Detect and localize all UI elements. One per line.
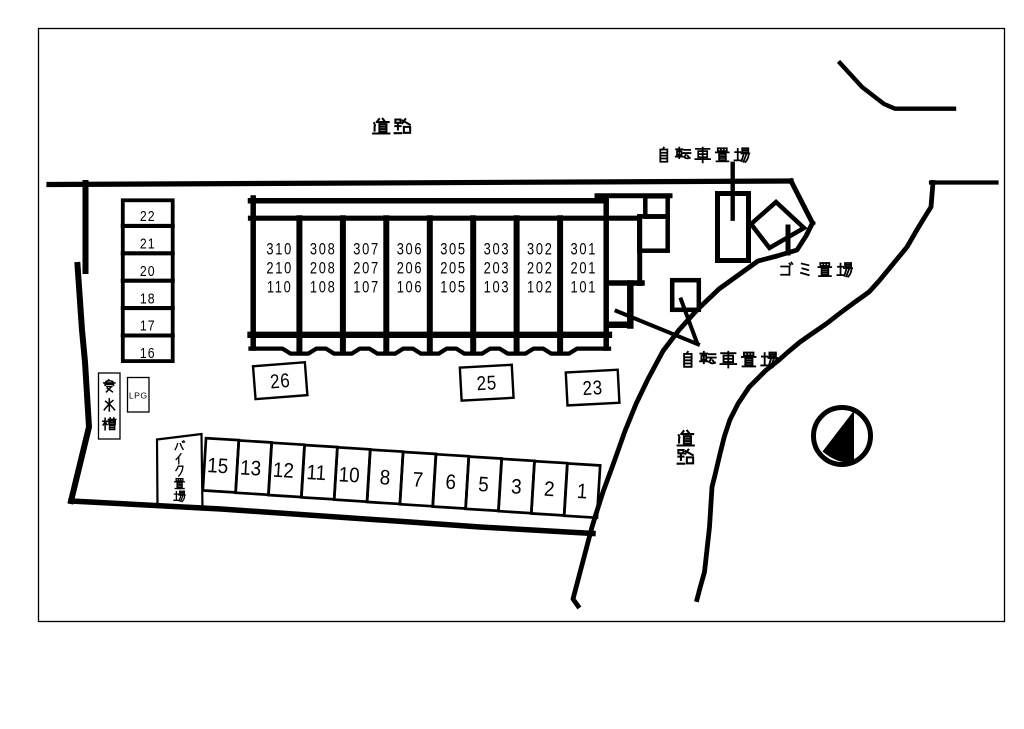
svg-text:12: 12 <box>272 459 294 483</box>
svg-text:3: 3 <box>510 475 522 499</box>
svg-text:101: 101 <box>570 279 597 297</box>
svg-text:107: 107 <box>353 279 380 297</box>
svg-text:207: 207 <box>353 260 380 278</box>
svg-text:303: 303 <box>484 241 511 259</box>
svg-text:1: 1 <box>576 480 588 504</box>
svg-text:2: 2 <box>543 478 555 502</box>
svg-text:208: 208 <box>310 260 337 278</box>
svg-text:13: 13 <box>239 457 261 481</box>
svg-text:6: 6 <box>445 471 457 495</box>
svg-text:23: 23 <box>582 376 603 400</box>
svg-text:301: 301 <box>570 241 597 259</box>
svg-text:206: 206 <box>397 260 424 278</box>
svg-text:16: 16 <box>140 345 156 361</box>
svg-text:21: 21 <box>140 235 156 251</box>
svg-text:201: 201 <box>570 260 597 278</box>
svg-text:17: 17 <box>140 318 156 334</box>
svg-text:20: 20 <box>140 263 156 279</box>
svg-text:305: 305 <box>440 241 467 259</box>
svg-text:203: 203 <box>484 260 511 278</box>
svg-text:15: 15 <box>207 454 229 478</box>
svg-text:105: 105 <box>440 279 467 297</box>
svg-text:106: 106 <box>397 279 424 297</box>
svg-text:10: 10 <box>338 463 360 487</box>
svg-text:210: 210 <box>266 260 293 278</box>
svg-text:306: 306 <box>397 241 424 259</box>
svg-text:102: 102 <box>527 279 554 297</box>
svg-text:8: 8 <box>379 466 391 490</box>
svg-text:307: 307 <box>353 241 380 259</box>
svg-text:202: 202 <box>527 260 554 278</box>
svg-text:18: 18 <box>140 290 156 306</box>
svg-text:110: 110 <box>267 279 293 297</box>
svg-text:108: 108 <box>310 279 337 297</box>
svg-text:22: 22 <box>140 208 156 224</box>
svg-text:310: 310 <box>266 241 293 259</box>
svg-text:5: 5 <box>478 473 490 497</box>
svg-text:25: 25 <box>476 371 497 395</box>
svg-text:LPG: LPG <box>129 390 148 400</box>
svg-text:11: 11 <box>306 461 327 485</box>
svg-text:26: 26 <box>269 369 291 393</box>
svg-text:302: 302 <box>527 241 554 259</box>
svg-text:205: 205 <box>440 260 467 278</box>
svg-text:308: 308 <box>310 241 337 259</box>
svg-text:103: 103 <box>484 279 511 297</box>
svg-text:7: 7 <box>412 469 424 493</box>
